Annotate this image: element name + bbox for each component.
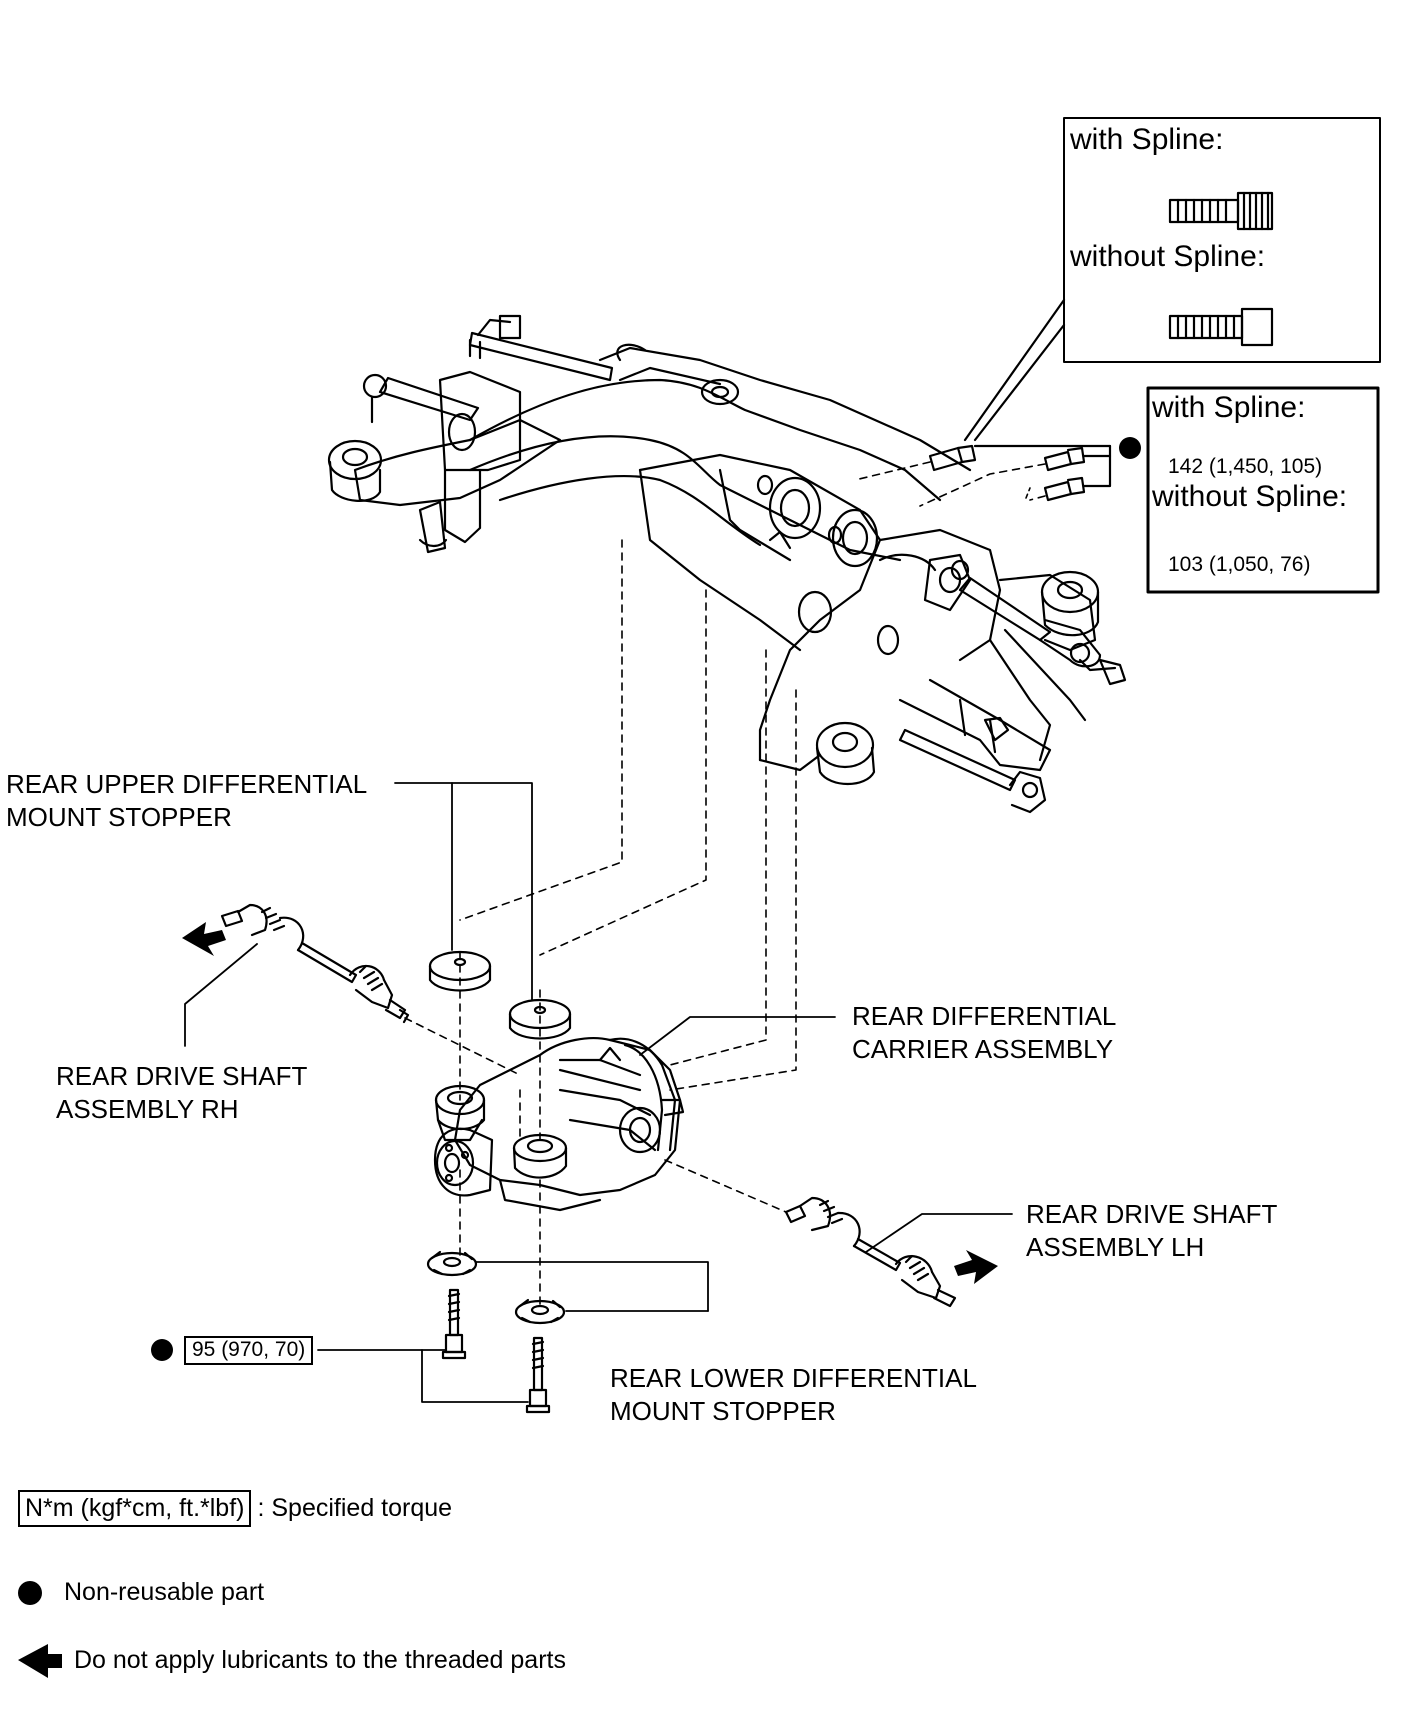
differential-carrier (433, 1037, 685, 1212)
label-carrier-line1: REAR DIFFERENTIAL (852, 1001, 1117, 1031)
lower-bolt-b (525, 1336, 551, 1414)
legend-torque: N*m (kgf*cm, ft.*lbf) : Specified torque (18, 1490, 452, 1527)
legend-no-lubricant: Do not apply lubricants to the threaded … (74, 1646, 566, 1675)
no-lube-arrow-rh-icon (182, 922, 226, 956)
torque-without-spline-value: 103 (1,050, 76) (1168, 553, 1311, 576)
torque-with-spline-value: 142 (1,450, 105) (1168, 455, 1323, 478)
label-lower-mount-stopper-line2: MOUNT STOPPER (610, 1396, 836, 1426)
legend-torque-unit: N*m (kgf*cm, ft.*lbf) (18, 1490, 252, 1527)
lower-mount-stopper-b (514, 1298, 566, 1325)
shaft-lh-leader (865, 1213, 1013, 1253)
lower-stopper-leader (475, 1261, 709, 1312)
label-shaft-rh-line1: REAR DRIVE SHAFT (56, 1061, 308, 1091)
label-carrier-line2: CARRIER ASSEMBLY (852, 1034, 1114, 1064)
label-drive-shaft-lh: REAR DRIVE SHAFT ASSEMBLY LH (1026, 1198, 1277, 1264)
alignment-lines (459, 539, 797, 1306)
upper-mount-stopper-a (428, 950, 492, 992)
label-shaft-rh-line2: ASSEMBLY RH (56, 1094, 239, 1124)
torque-with-spline-label: with Spline: (1152, 391, 1306, 424)
shaft-rh-leader (184, 943, 258, 1047)
lower-bolt-torque-box: 95 (970, 70) (184, 1336, 314, 1365)
legend-no-lubricant-text: Do not apply lubricants to the threaded … (74, 1646, 566, 1674)
front-mount-bolts (854, 444, 1112, 507)
drive-shaft-rh (220, 903, 410, 1024)
legend-non-reusable: Non-reusable part (18, 1578, 264, 1607)
legend-torque-desc: : Specified torque (257, 1494, 453, 1522)
spline-detail-with-label: with Spline: (1070, 123, 1224, 156)
spline-detail-callout (963, 117, 1381, 442)
non-reusable-dot-front (1119, 437, 1141, 459)
label-shaft-lh-line2: ASSEMBLY LH (1026, 1232, 1205, 1262)
label-drive-shaft-rh: REAR DRIVE SHAFT ASSEMBLY RH (56, 1060, 307, 1126)
shaft-rh-install-line (404, 1017, 521, 1076)
drive-shaft-lh (784, 1196, 957, 1308)
no-lube-arrow-lh-icon (954, 1250, 998, 1284)
lower-mount-stopper-a (426, 1250, 478, 1277)
suspension-member (327, 314, 1127, 814)
carrier-leader (639, 1016, 836, 1056)
upper-mount-stopper-b (508, 998, 572, 1040)
label-upper-mount-stopper-line2: MOUNT STOPPER (6, 802, 232, 832)
label-upper-mount-stopper-line1: REAR UPPER DIFFERENTIAL (6, 769, 368, 799)
bolt-with-spline-icon (1168, 191, 1274, 231)
shaft-lh-install-line (664, 1159, 787, 1213)
label-shaft-lh-line1: REAR DRIVE SHAFT (1026, 1199, 1278, 1229)
bolt-without-spline-icon (1168, 307, 1274, 347)
legend-non-reusable-text: Non-reusable part (64, 1578, 265, 1606)
legend-dot-icon (18, 1580, 42, 1605)
spline-detail-without-label: without Spline: (1070, 240, 1266, 273)
non-reusable-dot-lower (151, 1339, 173, 1361)
label-carrier-assembly: REAR DIFFERENTIAL CARRIER ASSEMBLY (852, 1000, 1116, 1066)
spline-torque-box (1146, 386, 1380, 594)
label-lower-mount-stopper-line1: REAR LOWER DIFFERENTIAL (610, 1363, 977, 1393)
label-upper-mount-stopper: REAR UPPER DIFFERENTIAL MOUNT STOPPER (6, 768, 367, 834)
lower-bolt-leader (317, 1349, 529, 1403)
lower-bolt-a (441, 1288, 467, 1360)
legend-arrow-icon (18, 1644, 62, 1678)
upper-stopper-leader (394, 782, 533, 1001)
torque-without-spline-label: without Spline: (1152, 480, 1348, 513)
label-lower-mount-stopper: REAR LOWER DIFFERENTIAL MOUNT STOPPER (610, 1362, 977, 1428)
